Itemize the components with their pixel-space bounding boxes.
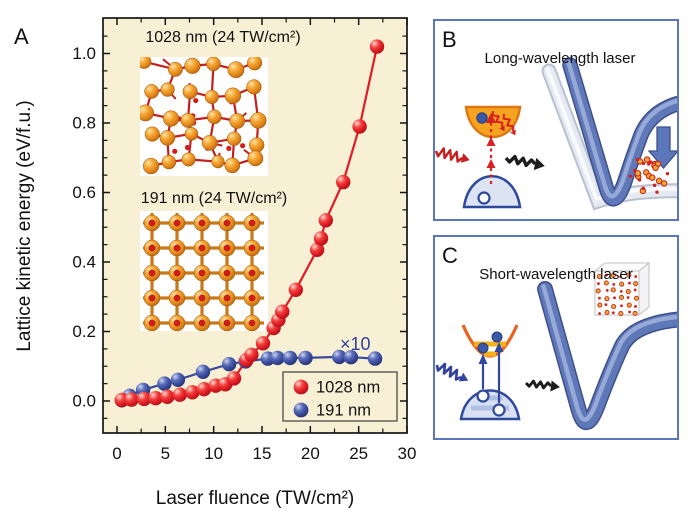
- legend-marker-1028nm: [293, 379, 309, 395]
- data-point-1028nm: [275, 304, 290, 319]
- data-point-1028nm: [136, 391, 152, 407]
- panel-b-label: B: [442, 27, 457, 52]
- times10-note: ×10: [340, 334, 371, 354]
- transition-arrowhead: [478, 354, 488, 364]
- transition-arrowhead: [494, 342, 504, 352]
- x-tick-label: 10: [204, 444, 223, 463]
- data-point-1028nm: [148, 391, 163, 406]
- band-diagram-long-wavelength: [434, 105, 522, 209]
- y-tick-label: 0.2: [72, 322, 96, 341]
- disordered-atoms-cluster-icon: [628, 156, 670, 195]
- heating-zigzag-2: [502, 113, 516, 136]
- data-point-1028nm: [196, 382, 212, 397]
- inset-ordered-lattice: [140, 211, 268, 331]
- process-arrow-icon: [504, 154, 545, 171]
- x-tick-label: 20: [301, 444, 320, 463]
- process-arrow-icon: [524, 379, 560, 392]
- data-point-1028nm: [318, 213, 333, 228]
- multiphoton-arrowhead-top: [486, 113, 496, 123]
- black-wavy-arrow: [504, 154, 545, 171]
- y-tick-label: 0.8: [72, 114, 96, 133]
- data-point-191nm: [170, 372, 186, 387]
- panel-b-diagram: B Long-wavelength laser: [433, 19, 679, 221]
- y-tick-label: 0.6: [72, 183, 96, 202]
- data-point-191nm: [367, 351, 383, 366]
- data-point-1028nm: [124, 392, 139, 407]
- panel-a-chart: 0 5 10 15 20 25 30 0.0 0.2 0.4 0.6 0.8 1.0 1028 nm (…: [14, 17, 416, 509]
- heating-zigzag-1: [491, 110, 505, 132]
- inset2-title: 191 nm (24 TW/cm²): [141, 190, 287, 207]
- legend-label-1028nm: 1028 nm: [316, 379, 380, 397]
- data-point-1028nm: [185, 385, 200, 400]
- panel-c-title: Short-wavelength laser: [479, 266, 632, 283]
- x-tick-label: 5: [161, 444, 170, 463]
- panel-a-label: A: [14, 24, 29, 49]
- x-tick-label: 15: [253, 444, 272, 463]
- y-axis-title: Lattice kinetic energy (eV/f.u.): [14, 100, 35, 351]
- axis-tick-labels: 0 5 10 15 20 25 30 0.0 0.2 0.4 0.6 0.8 1.0: [72, 44, 416, 463]
- data-series: [114, 39, 385, 408]
- legend-label-191nm: 191 nm: [316, 402, 371, 420]
- ordered-crystal-cube-icon: [593, 261, 651, 317]
- data-point-1028nm: [226, 371, 242, 386]
- data-point-1028nm: [369, 39, 385, 54]
- plot-frame: [102, 17, 408, 434]
- y-tick-label: 0.4: [72, 253, 96, 272]
- disordered-crystal-graphic: [140, 57, 267, 175]
- legend: 1028 nm 191 nm: [282, 371, 398, 422]
- data-point-1028nm: [172, 387, 187, 402]
- x-tick-label: 0: [112, 444, 121, 463]
- data-point-191nm: [298, 350, 313, 366]
- data-point-191nm: [221, 357, 237, 372]
- electron-dot-icon: [477, 342, 489, 354]
- inset1-title: 1028 nm (24 TW/cm²): [145, 29, 300, 46]
- red-laser-pulse-icon: [434, 147, 470, 163]
- black-wavy-arrow: [524, 379, 560, 392]
- data-point-1028nm: [244, 347, 259, 362]
- data-point-191nm: [195, 364, 211, 379]
- electron-dot-icon: [476, 112, 488, 124]
- multiphoton-arrowhead-low: [486, 159, 496, 168]
- multiphoton-arrowhead-mid: [486, 137, 496, 146]
- potential-surface-graphic: [537, 261, 679, 430]
- intraband-heating-icon: [491, 110, 516, 136]
- band-diagram-short-wavelength: [435, 324, 521, 421]
- data-point-191nm: [282, 350, 298, 366]
- blue-laser-pulse-icon: [435, 362, 469, 382]
- data-point-191nm: [343, 350, 359, 365]
- panel-b-title: Long-wavelength laser: [485, 50, 636, 67]
- red-laser-zigzag: [434, 147, 470, 163]
- unchanged-potential-tube: [537, 281, 679, 430]
- data-point-1028nm: [336, 174, 351, 190]
- legend-marker-191nm: [293, 402, 309, 418]
- data-point-1028nm: [160, 389, 175, 404]
- collapse-arrow-icon: [647, 126, 679, 170]
- hole-circle-icon: [477, 191, 491, 205]
- inset-disordered-lattice: [140, 57, 268, 176]
- data-point-191nm: [270, 350, 285, 366]
- data-point-191nm: [157, 376, 172, 391]
- x-tick-label: 25: [349, 444, 368, 463]
- data-point-1028nm: [288, 282, 303, 297]
- blue-laser-zigzag: [435, 362, 469, 382]
- panel-c-diagram: C Short-wavelength laser: [433, 235, 679, 440]
- panel-c-border: [433, 235, 679, 440]
- x-axis-title: Laser fluence (TW/cm²): [156, 488, 354, 509]
- data-point-191nm: [332, 349, 347, 365]
- x-tick-label: 30: [398, 444, 417, 463]
- data-point-1028nm: [255, 336, 271, 351]
- panel-b-border: [433, 19, 679, 221]
- hole-circle-icon: [492, 403, 506, 417]
- data-point-1028nm: [352, 119, 367, 134]
- y-tick-label: 0.0: [72, 392, 96, 411]
- panel-c-label: C: [442, 243, 458, 268]
- y-tick-label: 1.0: [72, 44, 96, 63]
- hole-circle-icon: [476, 389, 490, 403]
- electron-dot-icon: [491, 331, 503, 343]
- excited-potential-tube: [562, 57, 679, 207]
- ordered-crystal-graphic: [143, 213, 264, 331]
- data-point-1028nm: [309, 242, 325, 257]
- data-point-1028nm: [313, 231, 329, 246]
